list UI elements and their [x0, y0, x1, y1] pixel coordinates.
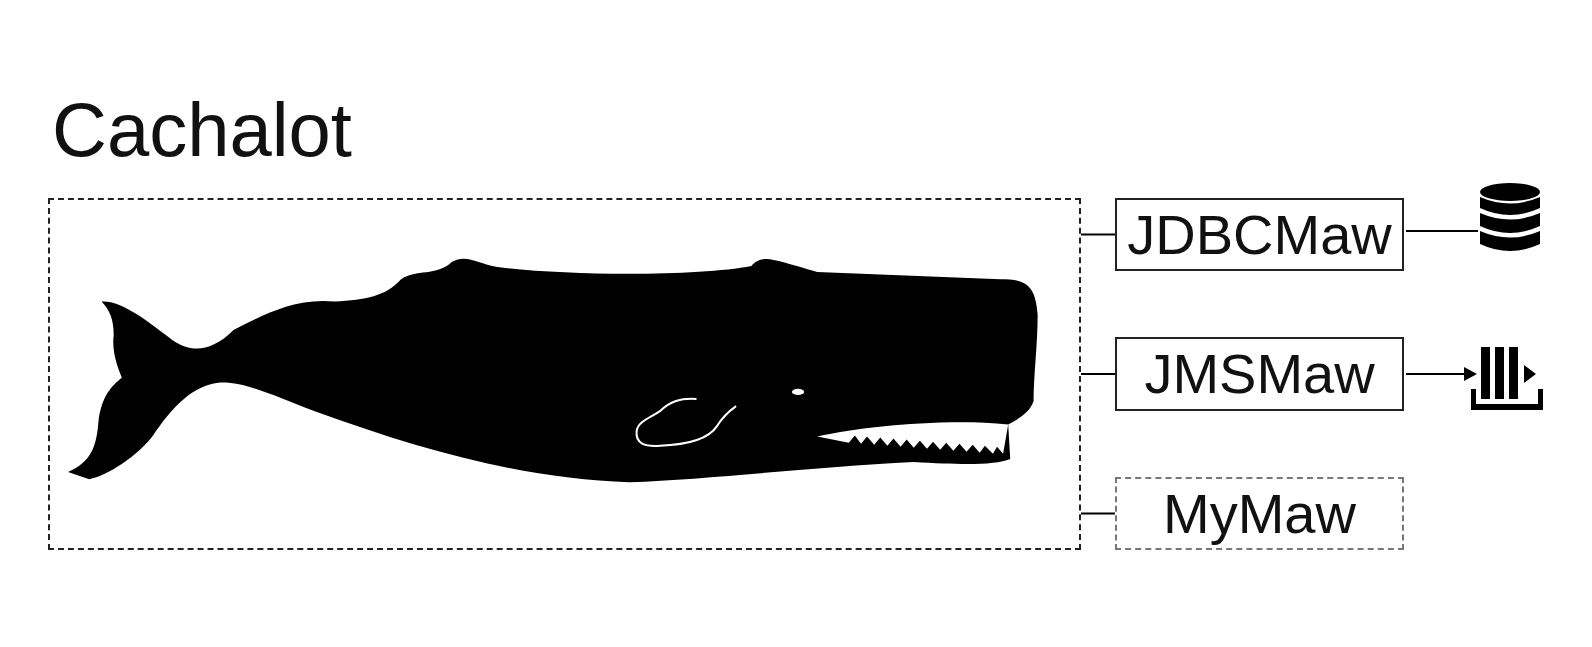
connector-line — [1081, 513, 1115, 515]
adapter-label: JMSMaw — [1144, 346, 1374, 402]
sperm-whale — [68, 259, 1038, 482]
connector — [1081, 513, 1115, 514]
adapter-box: JDBCMaw — [1115, 198, 1404, 271]
database-icon — [1406, 183, 1540, 251]
queue-icon — [1406, 347, 1543, 410]
component-boundary: Cachalot — [48, 198, 1081, 550]
adapter-label: MyMaw — [1163, 486, 1356, 542]
leader-line — [1406, 373, 1466, 375]
component-title: Cachalot — [52, 92, 352, 168]
connector — [1081, 234, 1115, 235]
connector-line — [1081, 373, 1115, 375]
leader-line — [1406, 230, 1478, 232]
connector — [1081, 374, 1115, 375]
adapter-box: JMSMaw — [1115, 337, 1404, 411]
adapter-label: JDBCMaw — [1127, 207, 1391, 263]
optional-adapter-box: MyMaw — [1115, 477, 1404, 550]
connector-line — [1081, 234, 1115, 236]
